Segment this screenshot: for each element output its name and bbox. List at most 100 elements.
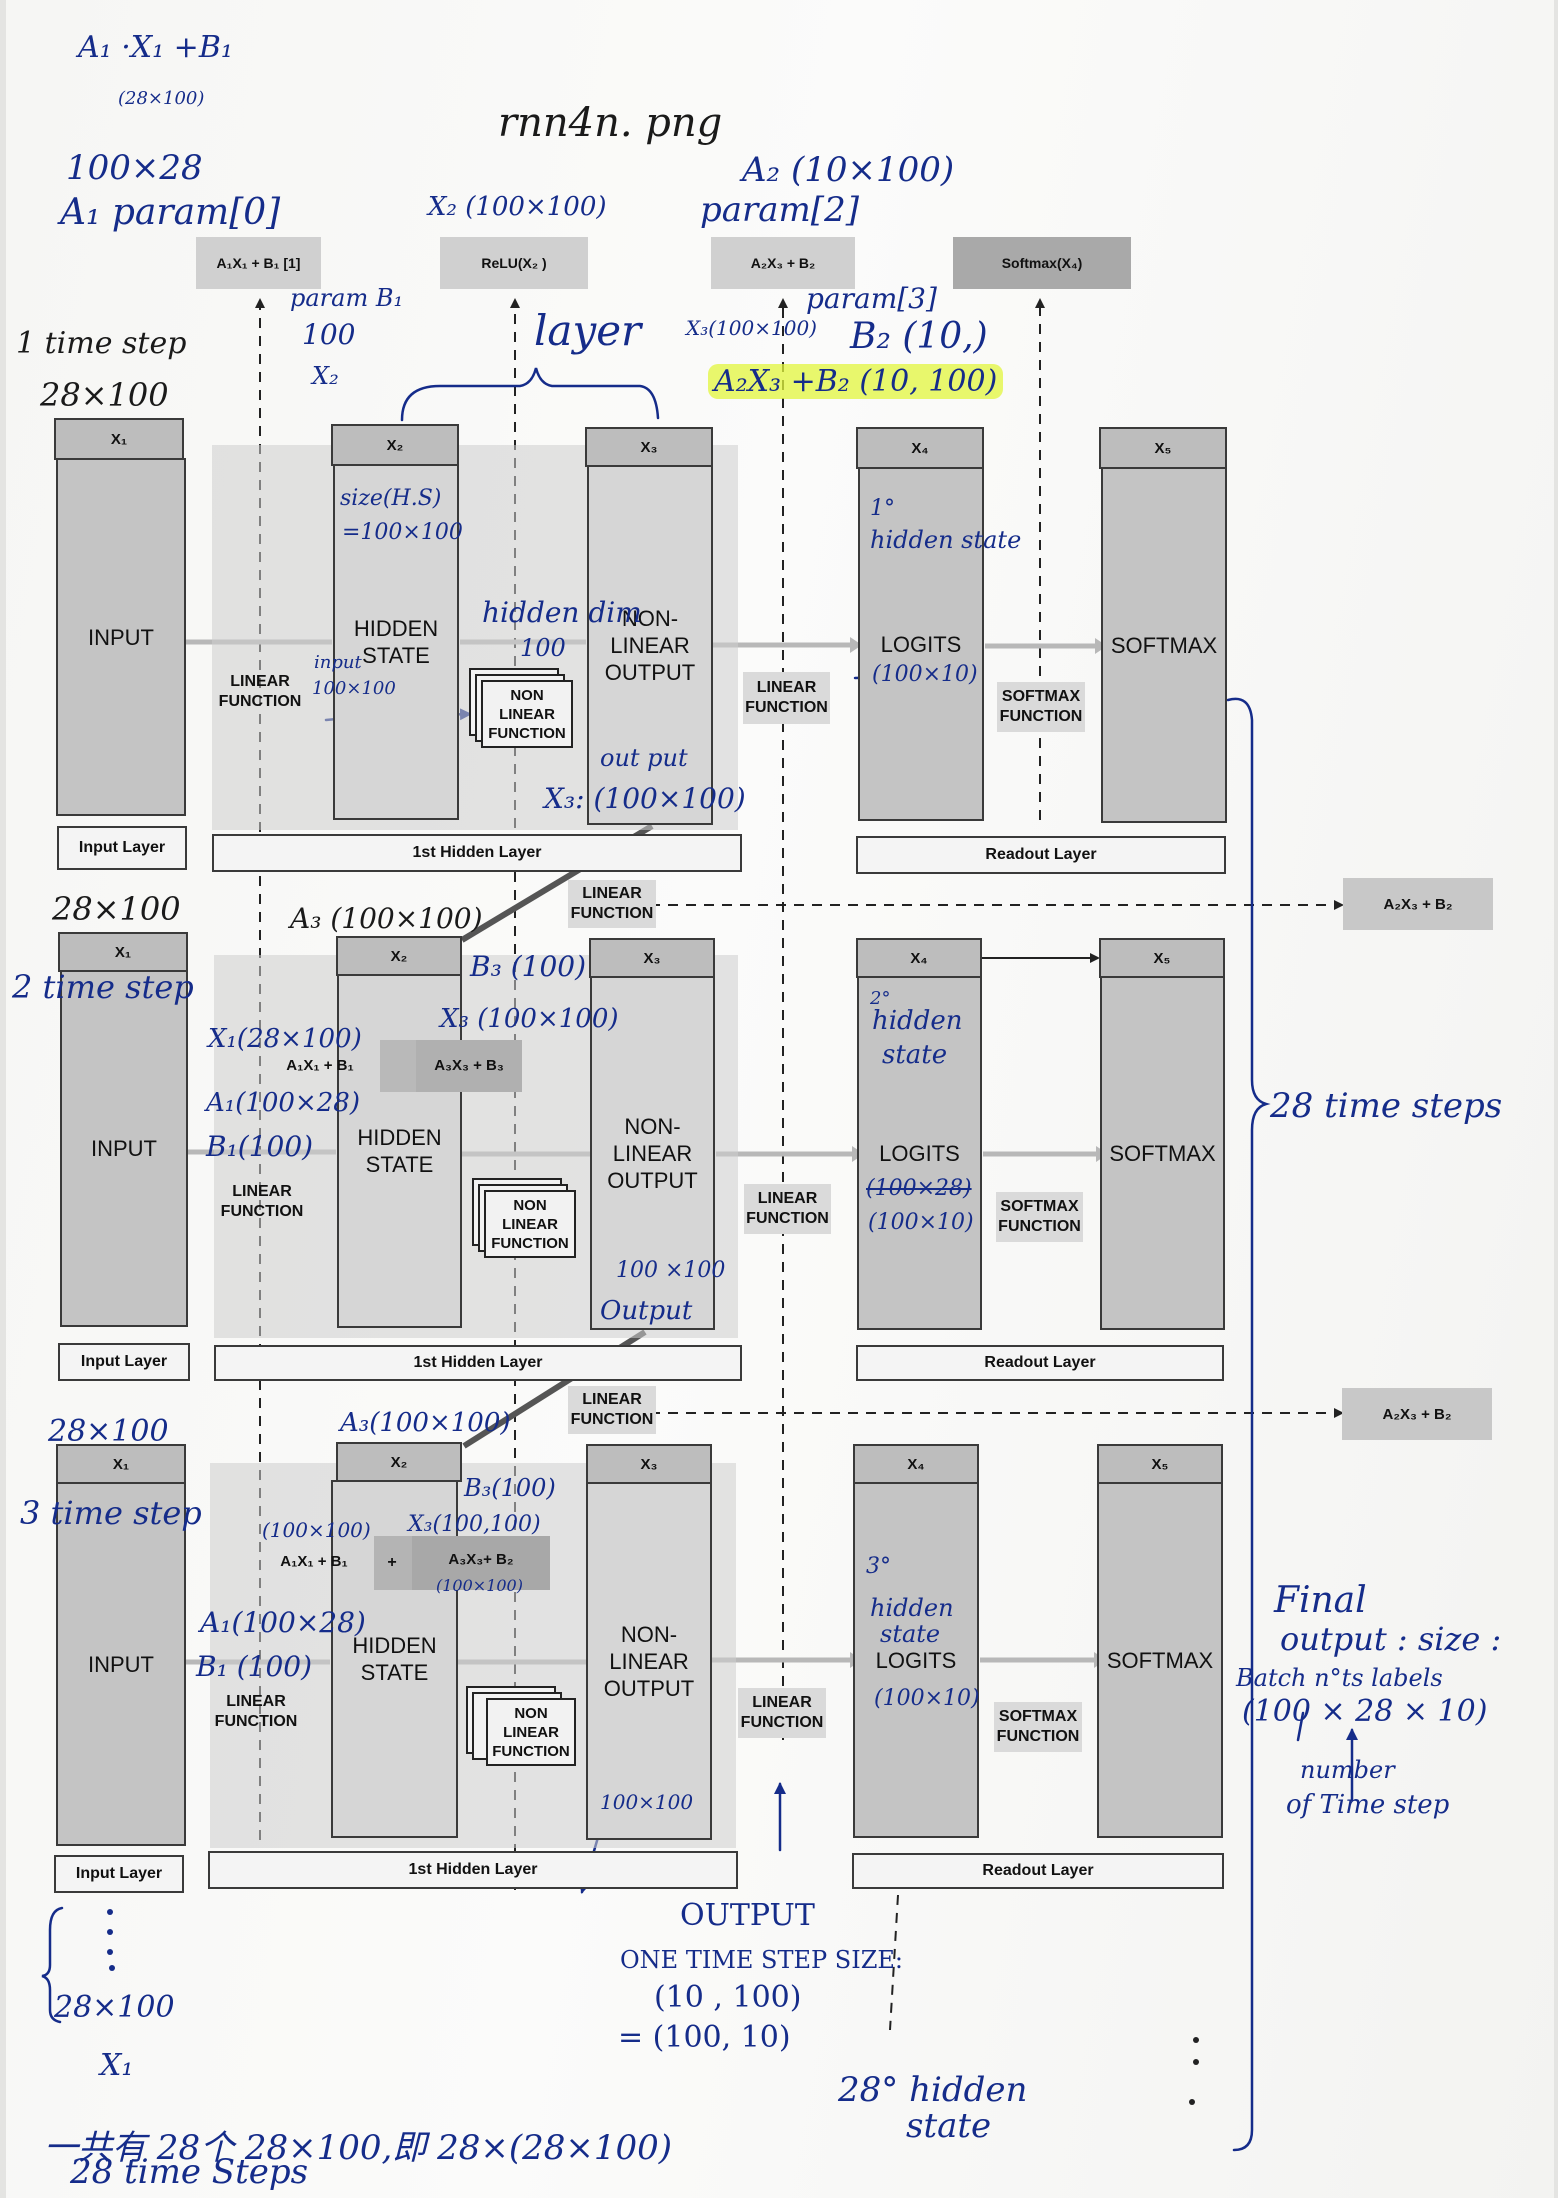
x1-header-2: X₁ (58, 932, 188, 972)
x3-header-3: X₃ (586, 1444, 712, 1484)
input-column-1: INPUT (56, 458, 186, 816)
note-b3-size-2: B₃(100) (464, 1474, 556, 1502)
note-size-hs-val: =100×100 (342, 520, 463, 545)
note-second-hidden: 2° (870, 988, 891, 1009)
note-eq-top: A₁ ·X₁ +B₁ (78, 30, 233, 65)
note-b1-size-3: B₁ (100) (196, 1650, 312, 1683)
note-of-time-step: of Time step (1286, 1790, 1450, 1820)
note-final: Final (1274, 1580, 1367, 1621)
note-step1-size: 28×100 (40, 376, 169, 414)
note-logits-size-3: (100×10) (874, 1686, 980, 1711)
logits-column-3: LOGITS (853, 1482, 979, 1838)
softmax-column-3: SOFTMAX (1097, 1482, 1223, 1838)
x3-header-2: X₃ (589, 938, 715, 978)
linear-function-1b: LINEAR FUNCTION (743, 672, 830, 724)
a1x1-b1-label-3: A₁X₁ + B₁ (280, 1553, 348, 1570)
input-layer-label-1: Input Layer (57, 826, 187, 870)
note-number: number (1300, 1756, 1395, 1784)
input-layer-label-3: Input Layer (54, 1855, 184, 1893)
x2-header-1: X₂ (331, 424, 459, 466)
x1-header-3: X₁ (56, 1444, 186, 1484)
note-28-time-steps: 28 time steps (1270, 1086, 1503, 1126)
readout-layer-label-3: Readout Layer (852, 1853, 1224, 1889)
note-b1-x2: X₂ (312, 362, 339, 390)
layer-brace (400, 367, 660, 422)
note-n1: (100×100) (262, 1518, 371, 1542)
note-param-b1: param B₁ (290, 284, 404, 312)
note-third-hidden-l2: state (880, 1620, 941, 1648)
note-step2-size: 28×100 (52, 890, 181, 928)
note-a3-size-2: A₃(100×100) (340, 1408, 511, 1438)
note-output-caps: OUTPUT (680, 1898, 815, 1933)
softmax-function-2: SOFTMAX FUNCTION (996, 1192, 1083, 1242)
linear-function-2a: LINEAR FUNCTION (568, 880, 656, 928)
note-hidden-dim: hidden dim (482, 596, 642, 629)
nonlinear-output-column-1: NON- LINEAR OUTPUT (587, 465, 713, 825)
note-a1-param: A₁ param[0] (60, 192, 281, 233)
note-x3-size-2: X₃ (100×100) (440, 1004, 619, 1034)
readout-layer-label-2: Readout Layer (856, 1345, 1224, 1381)
plus-sign-3: + (387, 1554, 397, 1571)
input-column-3: INPUT (56, 1482, 186, 1846)
note-step3-size: 28×100 (48, 1414, 169, 1449)
x4-header-2: X₄ (856, 938, 982, 978)
a3x3-b3-box-2: A₃X₃ + B₃ (416, 1040, 522, 1092)
x5-header-2: X₅ (1099, 938, 1225, 978)
linear-function-3b: LINEAR FUNCTION (214, 1693, 298, 1730)
input-column-2: INPUT (60, 970, 188, 1327)
nonlinear-output-column-2: NON- LINEAR OUTPUT (590, 976, 715, 1330)
top-function-softmax: Softmax(X₄) (953, 237, 1131, 289)
nonlinear-function-2: NON LINEAR FUNCTION (484, 1190, 576, 1258)
note-param3: param[3] (806, 282, 937, 315)
note-x3-size-3: X₃(100,100) (408, 1512, 541, 1537)
note-a2-param: param[2] (700, 190, 859, 230)
top-function-relu: ReLU(X₂ ) (440, 237, 588, 289)
note-bottom-size: 100×100 (600, 1790, 694, 1814)
note-title: rnn4n. png (498, 100, 723, 146)
note-output-size: X₃: (100×100) (544, 782, 746, 815)
note-output-label: out put (600, 744, 688, 772)
note-a2x3-b2-highlighted: A₂X₃ +B₂ (10, 100) (708, 364, 1004, 399)
note-total: 一共有 28个 28×100,即 28×(28×100) (44, 2128, 673, 2168)
note-output-size-label: output : size : (1280, 1620, 1502, 1658)
x1-header-1: X₁ (54, 418, 184, 460)
x5-header-3: X₅ (1097, 1444, 1223, 1484)
note-x1-bottom: X₁ (100, 2048, 134, 2083)
x5-header-1: X₅ (1099, 427, 1227, 469)
note-x3-size: X₃(100×100) (686, 316, 817, 340)
note-hidden-28: 28° hidden (838, 2070, 1028, 2110)
note-100x28: 100×28 (66, 148, 203, 188)
note-100x100: 100 ×100 (616, 1258, 726, 1283)
note-a1-size-2: A₁(100×28) (200, 1606, 366, 1639)
dashed-line-bottom (889, 1894, 899, 2031)
note-third-hidden: 3° (866, 1554, 891, 1579)
note-b3-size: B₃ (100) (470, 950, 586, 983)
linear-function-2c: LINEAR FUNCTION (744, 1184, 831, 1234)
note-step1: 1 time step (16, 326, 187, 361)
time-steps-brace (1226, 697, 1271, 2152)
softmax-function-3: SOFTMAX FUNCTION (994, 1702, 1082, 1752)
note-x2-size: X₂ (100×100) (428, 192, 607, 222)
linear-function-2b: LINEAR FUNCTION (220, 1183, 304, 1220)
note-size-10-100: (10 , 100) (654, 1980, 802, 2015)
note-hidden-dim-val: 100 (520, 634, 566, 662)
top-function-linear-2: A₂X₃ + B₂ (711, 237, 855, 289)
x3-header-1: X₃ (585, 427, 713, 467)
a3x3-b2-box-3: A₃X₃+ B₂ (412, 1536, 550, 1590)
note-size-100-10: = (100, 10) (618, 2020, 791, 2055)
note-input: input (314, 652, 362, 673)
readout-layer-label-1: Readout Layer (856, 836, 1226, 874)
note-x1-size: X₁(28×100) (208, 1024, 362, 1054)
note-b2-size: B₂ (10,) (850, 316, 988, 357)
note-first-hidden-state: hidden state (870, 526, 1022, 554)
note-step-bottom: 28×100 (54, 1990, 175, 2025)
note-second-hidden-l1: hidden (872, 1006, 963, 1036)
note-a1-size: A₁(100×28) (206, 1088, 360, 1118)
top-function-linear-1: A₁X₁ + B₁ [1] (196, 237, 321, 289)
bottom-brace (41, 1906, 64, 2024)
x2-header-3: X₂ (336, 1442, 462, 1482)
note-total-2: 28 time Steps (70, 2152, 309, 2192)
note-step2: 2 time step (12, 968, 194, 1006)
a1x1-b1-label-2: A₁X₁ + B₁ (286, 1057, 354, 1074)
note-n100x100: (100×100) (436, 1576, 523, 1595)
